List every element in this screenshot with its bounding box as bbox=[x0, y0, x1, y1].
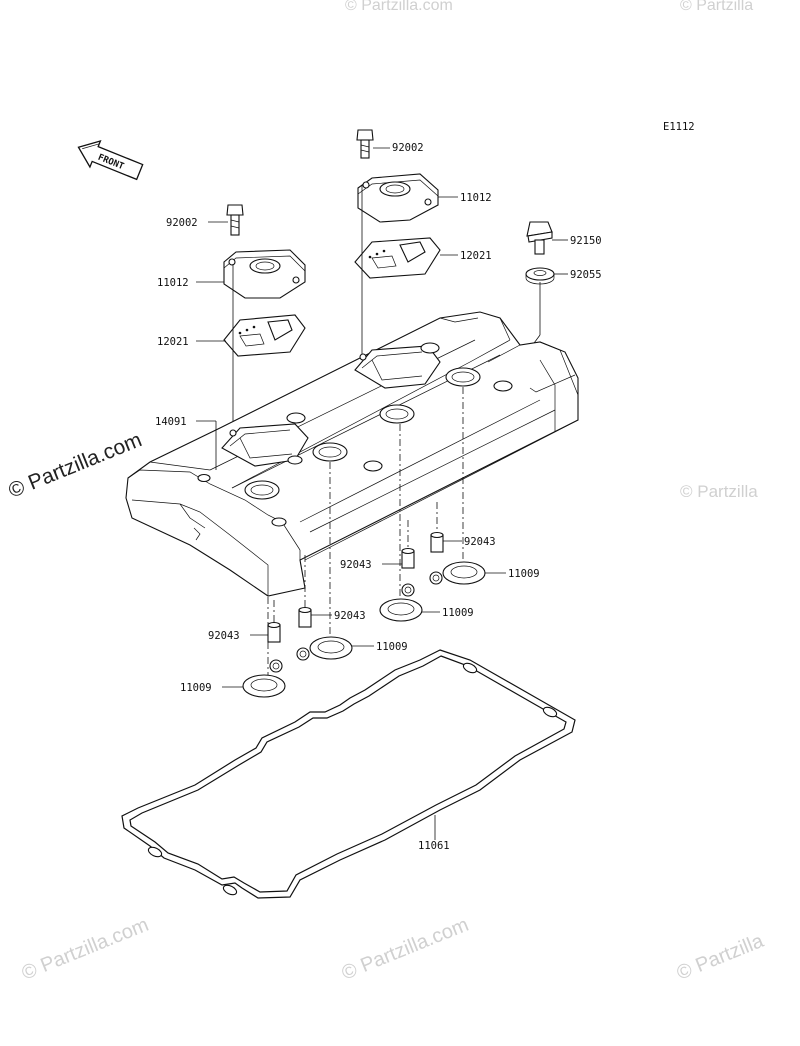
callout-labels: 92002 11012 12021 92002 11012 12021 9215… bbox=[155, 142, 602, 852]
label-dowel-r1: 92043 bbox=[464, 536, 496, 548]
label-dowel-r2: 92043 bbox=[340, 559, 372, 571]
label-gasket-left: 12021 bbox=[157, 336, 189, 348]
diagram-code: E1112 bbox=[663, 121, 695, 133]
cylinder-head-cover-14091 bbox=[125, 311, 579, 597]
dowel-r2-92043 bbox=[401, 547, 415, 569]
label-bolt-center: 92002 bbox=[392, 142, 424, 154]
label-cover-left: 11012 bbox=[157, 277, 189, 289]
washer-right-92055 bbox=[525, 267, 555, 285]
seal-r2-11009 bbox=[379, 583, 423, 622]
cover-gasket-11061 bbox=[121, 649, 576, 899]
label-cover-center: 11012 bbox=[460, 192, 492, 204]
bolt-left-92002 bbox=[226, 204, 244, 236]
seal-l-11009 bbox=[242, 659, 286, 698]
watermark-top-center: © Partzilla.com bbox=[345, 0, 453, 14]
label-seal-r1: 11009 bbox=[508, 568, 540, 580]
label-dowel-l: 92043 bbox=[208, 630, 240, 642]
dowel-l-92043 bbox=[267, 621, 281, 643]
cover-left-11012 bbox=[223, 249, 306, 299]
label-cover-gasket: 11061 bbox=[418, 840, 450, 852]
bolt-right-92150 bbox=[526, 221, 553, 255]
label-dowel-c: 92043 bbox=[334, 610, 366, 622]
dowel-c-92043 bbox=[298, 606, 312, 628]
watermark-top-right: © Partzilla bbox=[680, 0, 753, 14]
label-seal-c: 11009 bbox=[376, 641, 408, 653]
front-arrow-icon: FRONT bbox=[77, 140, 144, 181]
gasket-center-12021 bbox=[354, 237, 441, 279]
watermark-bottom-left: © Partzilla.com bbox=[19, 914, 152, 985]
bolt-center-92002 bbox=[356, 129, 374, 159]
label-head-cover: 14091 bbox=[155, 416, 187, 428]
watermark-left: © Partzilla.com bbox=[5, 428, 145, 502]
watermark-bottom-right: © Partzilla bbox=[674, 930, 768, 985]
cover-center-11012 bbox=[357, 173, 439, 223]
dowel-r1-92043 bbox=[430, 531, 444, 553]
watermark-right: © Partzilla bbox=[680, 482, 758, 501]
seal-r1-11009 bbox=[429, 561, 486, 585]
label-bolt-left: 92002 bbox=[166, 217, 198, 229]
label-seal-r2: 11009 bbox=[442, 607, 474, 619]
watermark-bottom-center: © Partzilla.com bbox=[339, 914, 472, 985]
label-seal-l: 11009 bbox=[180, 682, 212, 694]
gasket-left-12021 bbox=[223, 314, 306, 357]
label-gasket-center: 12021 bbox=[460, 250, 492, 262]
label-bolt-right: 92150 bbox=[570, 235, 602, 247]
seal-c-11009 bbox=[296, 636, 353, 661]
label-washer-right: 92055 bbox=[570, 269, 602, 281]
